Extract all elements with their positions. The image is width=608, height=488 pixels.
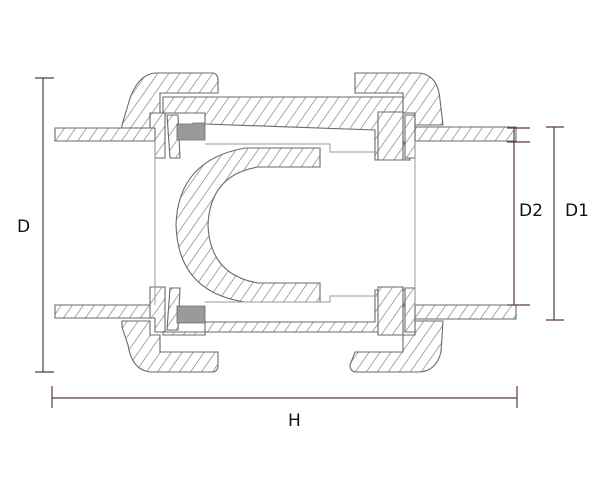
right-connector-bottom-wall	[414, 304, 517, 320]
dimension-label-d2: D2	[519, 201, 543, 221]
o-ring-seals	[176, 122, 206, 324]
dimension-label-d: D	[17, 217, 31, 237]
left-union-nut-top	[121, 72, 219, 129]
left-connector-top-wall	[54, 127, 161, 142]
dimension-label-d1: D1	[565, 201, 589, 221]
left-union-nut-bottom	[121, 320, 219, 373]
dimension-lines	[35, 77, 564, 408]
o-ring-bottom	[176, 305, 206, 324]
valve-assembly	[54, 72, 517, 373]
left-connector-bottom-wall	[54, 304, 161, 319]
check-disc	[175, 147, 321, 303]
right-connector-top-wall	[414, 126, 517, 142]
right-union-nut-bottom	[349, 320, 444, 373]
right-flange-bottom	[377, 286, 404, 336]
right-flange-bottom-2	[404, 287, 416, 333]
left-flange-bottom	[149, 286, 166, 333]
right-flange-top	[377, 111, 404, 161]
dimension-label-h: H	[288, 411, 301, 431]
right-flange-top-2	[404, 114, 416, 159]
bore-outlines	[154, 141, 416, 305]
o-ring-top	[176, 122, 206, 141]
